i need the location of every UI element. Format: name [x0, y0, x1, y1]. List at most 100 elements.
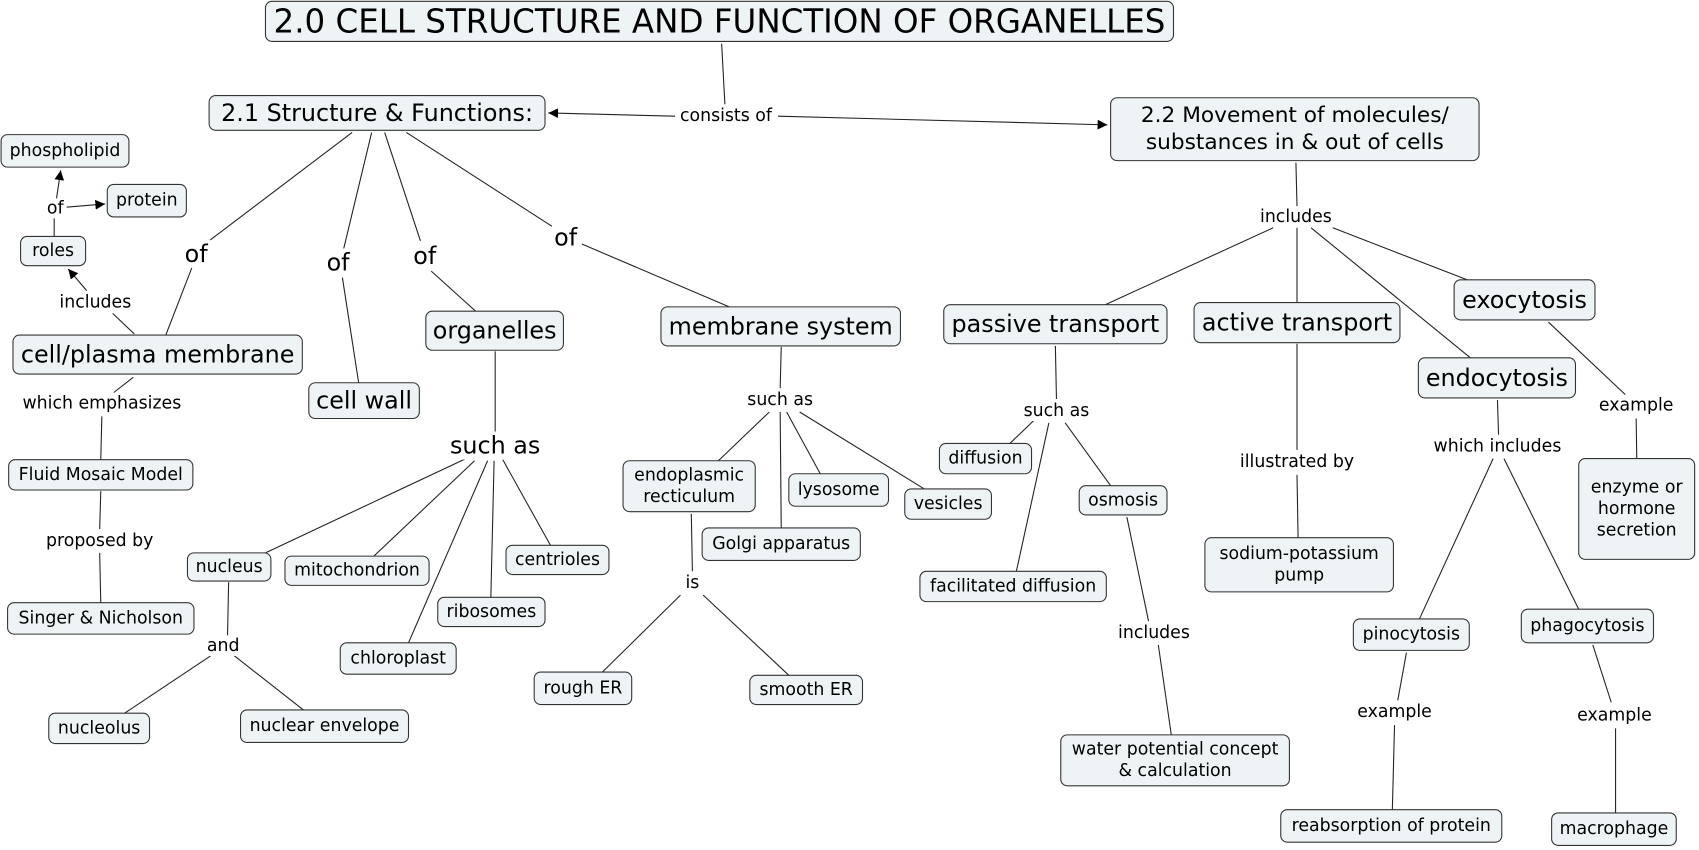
concept-diffusion[interactable]: diffusion [938, 442, 1033, 475]
concept-box[interactable] [1193, 302, 1401, 344]
concept-box[interactable] [943, 304, 1168, 345]
concept-box[interactable] [904, 488, 992, 520]
concept-rough-er[interactable]: rough ER [533, 671, 633, 706]
concept-phospholipid[interactable]: phospholipid [0, 134, 130, 168]
concept-singer[interactable]: Singer & Nicholson [7, 602, 195, 635]
concept-pinocytosis[interactable]: pinocytosis [1352, 618, 1470, 651]
concept-label-line: substances in & out of cells [1146, 130, 1444, 155]
concept-box[interactable] [1204, 537, 1394, 593]
concept-box[interactable] [622, 460, 756, 513]
concept-box[interactable] [8, 459, 194, 491]
concept-endocytosis[interactable]: endocytosis [1417, 357, 1577, 399]
concept-box[interactable] [186, 552, 272, 582]
concept-nucleus[interactable]: nucleus [186, 552, 272, 582]
concept-box[interactable] [48, 712, 151, 745]
linking-phrase-text: such as [450, 432, 540, 460]
concept-box[interactable] [208, 95, 546, 131]
concept-roles[interactable]: roles [20, 235, 87, 267]
concept-label: macrophage [1560, 819, 1669, 839]
concept-box[interactable] [1280, 809, 1503, 843]
linking-phrase-such-as-membrane: such as [745, 390, 816, 411]
concept-cell-wall[interactable]: cell wall [308, 382, 420, 420]
concept-facilitated[interactable]: facilitated diffusion [919, 570, 1107, 603]
concept-box[interactable] [106, 183, 187, 218]
concept-osmosis[interactable]: osmosis [1078, 485, 1168, 516]
concept-box[interactable] [1551, 812, 1677, 846]
connector-line [99, 491, 102, 530]
concept-fluid-mosaic[interactable]: Fluid Mosaic Model [8, 459, 194, 491]
concept-box[interactable] [1078, 485, 1168, 516]
concept-box[interactable] [701, 527, 861, 561]
concept-label: vesicles [914, 494, 983, 514]
concept-box[interactable] [1110, 97, 1480, 162]
concept-label-line: cell/plasma membrane [21, 341, 295, 369]
concept-box[interactable] [308, 382, 420, 420]
concept-box[interactable] [437, 596, 546, 628]
concept-phagocytosis[interactable]: phagocytosis [1520, 608, 1655, 644]
concept-box[interactable] [1520, 608, 1655, 644]
concept-ribosomes[interactable]: ribosomes [437, 596, 546, 628]
concept-chloroplast[interactable]: chloroplast [339, 642, 457, 675]
concept-box[interactable] [339, 642, 457, 675]
concept-lysosome[interactable]: lysosome [788, 473, 890, 507]
concept-passive[interactable]: passive transport [943, 304, 1168, 345]
concept-box[interactable] [0, 134, 130, 168]
concept-box[interactable] [1352, 618, 1470, 651]
concept-organelles[interactable]: organelles [425, 310, 564, 351]
concept-golgi[interactable]: Golgi apparatus [701, 527, 861, 561]
concept-vesicles[interactable]: vesicles [904, 488, 992, 520]
concept-box[interactable] [749, 674, 864, 706]
concept-box[interactable] [284, 555, 430, 586]
concept-box[interactable] [12, 334, 303, 375]
concept-box[interactable] [7, 602, 195, 635]
concept-box[interactable] [505, 544, 610, 576]
concept-nucleolus[interactable]: nucleolus [48, 712, 151, 745]
concept-box[interactable] [20, 235, 87, 267]
concept-smooth-er[interactable]: smooth ER [749, 674, 864, 706]
concept-movement[interactable]: 2.2 Movement of molecules/substances in … [1110, 97, 1480, 162]
concept-label: cell wall [316, 387, 412, 415]
concept-structure[interactable]: 2.1 Structure & Functions: [208, 95, 546, 131]
concept-protein[interactable]: protein [106, 183, 187, 218]
connector-line [779, 411, 782, 528]
concept-mitochondrion[interactable]: mitochondrion [284, 555, 430, 586]
concept-box[interactable] [264, 0, 1175, 42]
concept-reabsorption[interactable]: reabsorption of protein [1280, 809, 1503, 843]
connector-line [799, 411, 925, 490]
concept-box[interactable] [919, 570, 1107, 603]
arrow-connector [777, 115, 1108, 130]
concept-title[interactable]: 2.0 CELL STRUCTURE AND FUNCTION OF ORGAN… [264, 0, 1175, 42]
linking-phrase-includes-membrane: includes [57, 292, 134, 313]
concept-exocytosis[interactable]: exocytosis [1453, 279, 1596, 321]
concept-water-potential[interactable]: water potential concept& calculation [1060, 734, 1290, 787]
concept-box[interactable] [1060, 734, 1290, 787]
concept-membrane-system[interactable]: membrane system [660, 306, 901, 347]
concept-centrioles[interactable]: centrioles [505, 544, 610, 576]
concept-active[interactable]: active transport [1193, 302, 1401, 344]
concept-box[interactable] [1417, 357, 1577, 399]
concept-box[interactable] [660, 306, 901, 347]
linking-phrase-consists-of: consists of [677, 106, 776, 127]
concept-box[interactable] [533, 671, 633, 706]
arrow-connector [548, 108, 676, 119]
concept-label: Fluid Mosaic Model [19, 465, 183, 485]
concept-box[interactable] [938, 442, 1033, 475]
linking-phrase-text: which emphasizes [22, 393, 181, 413]
concept-box[interactable] [788, 473, 890, 507]
concept-box[interactable] [240, 709, 410, 744]
concept-box[interactable] [1578, 458, 1696, 560]
concept-box[interactable] [1453, 279, 1596, 321]
concept-nuclear-envelope[interactable]: nuclear envelope [240, 709, 410, 744]
concept-cell-membrane[interactable]: cell/plasma membrane [12, 334, 303, 375]
concept-box[interactable] [425, 310, 564, 351]
linking-phrase-text: is [685, 573, 699, 593]
concept-label-line: 2.1 Structure & Functions: [221, 99, 533, 127]
concept-macrophage[interactable]: macrophage [1551, 812, 1677, 846]
linking-phrase-text: includes [1260, 207, 1332, 227]
concept-label: water potential concept& calculation [1072, 740, 1279, 782]
